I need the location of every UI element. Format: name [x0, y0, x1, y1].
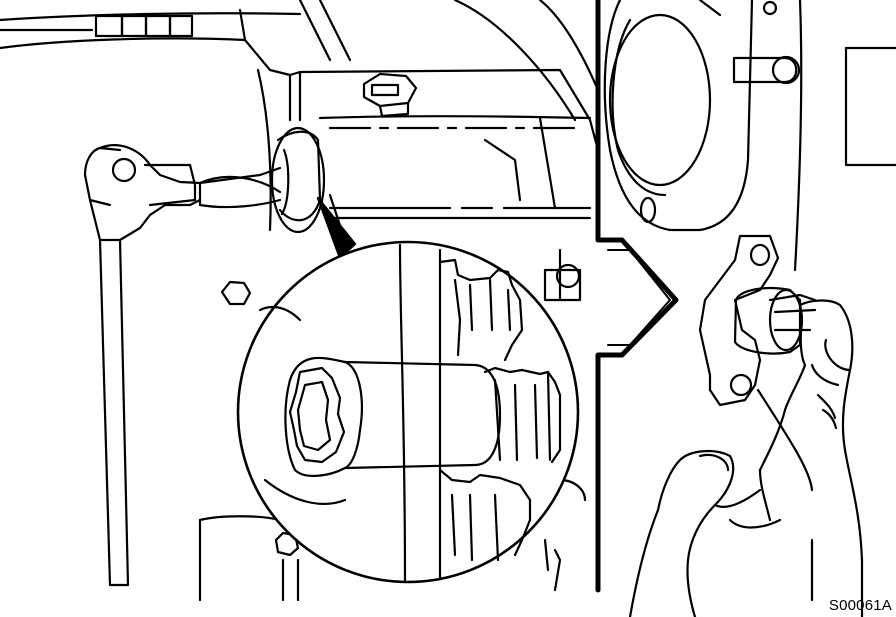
zoom-detail-circle	[236, 240, 580, 584]
direction-arrow	[595, 0, 679, 593]
engine-housing	[0, 0, 600, 602]
socket-on-housing	[270, 126, 326, 234]
callout-pointer	[316, 193, 357, 260]
hand	[628, 299, 864, 617]
flange-housing	[603, 0, 896, 492]
figure-reference-code: S00061A	[828, 597, 892, 614]
ratchet-wrench	[83, 144, 282, 587]
